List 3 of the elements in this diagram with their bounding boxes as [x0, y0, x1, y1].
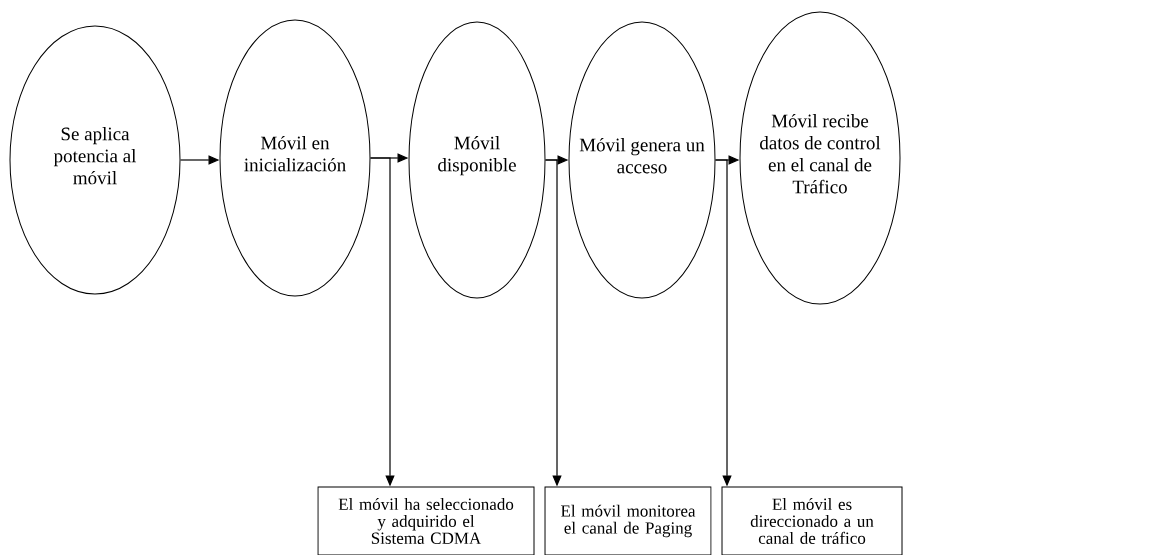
description-box: El móvil ha seleccionado y adquirido el Sistema CDMA — [317, 486, 535, 555]
description-box: El móvil es direccionado a un canal de tráfico — [721, 486, 903, 555]
description-box: El móvil monitorea el canal de Paging — [544, 486, 712, 555]
